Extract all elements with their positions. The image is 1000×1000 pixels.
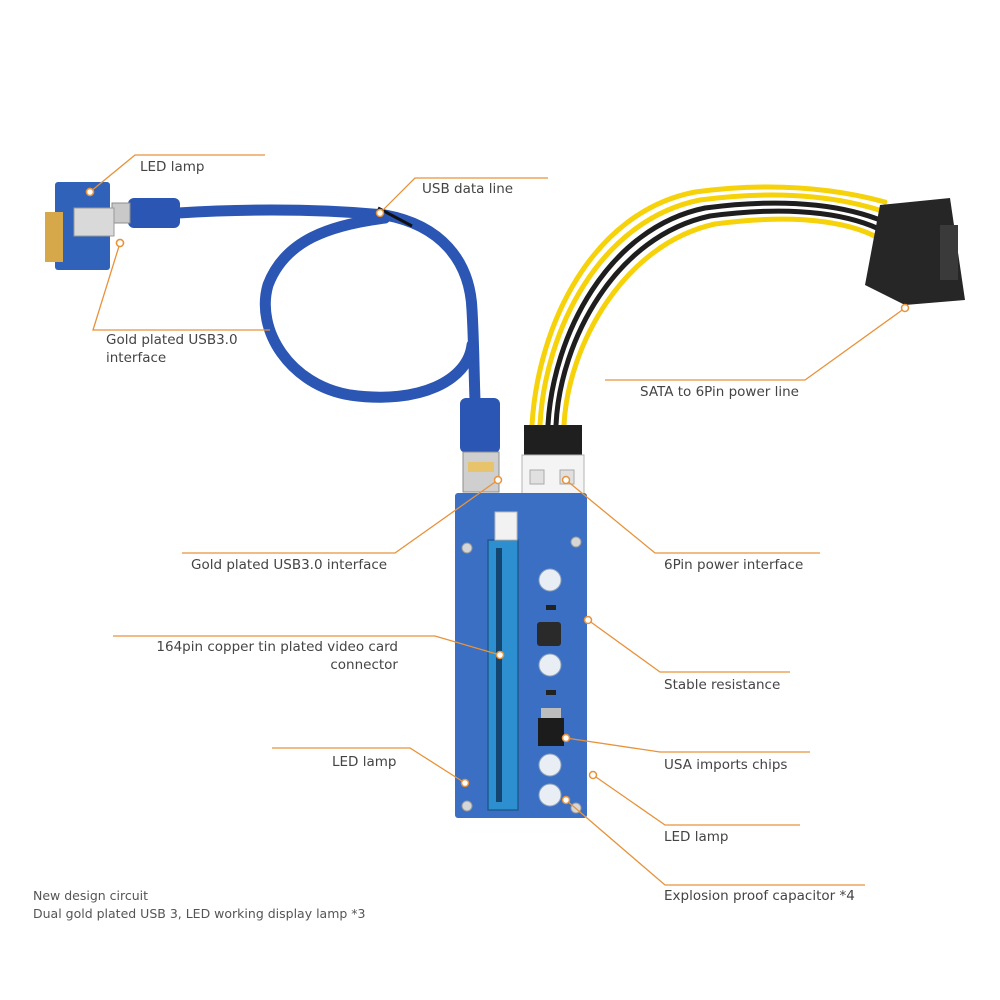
usb-plug-bottom [460, 398, 500, 493]
label-led-lamp-top: LED lamp [140, 159, 205, 175]
leader-led-top [89, 154, 265, 193]
leader-chips [565, 737, 810, 753]
usb-plug-top [111, 198, 180, 228]
pcie-x1-adapter [45, 182, 125, 270]
leader-dots [85, 187, 910, 805]
leader-led-left [272, 747, 466, 784]
label-explosion-proof-capacitor: Explosion proof capacitor *4 [664, 888, 855, 904]
label-usb-data-line: USB data line [422, 181, 514, 197]
leader-led-right [592, 774, 800, 826]
leader-connector [113, 635, 501, 656]
label-led-lamp-left: LED lamp [332, 754, 397, 770]
leader-gold-usb-mid [182, 479, 499, 554]
leader-usb-data [379, 177, 548, 214]
label-led-lamp-right: LED lamp [664, 829, 729, 845]
footnote-line2: Dual gold plated USB 3, LED working disp… [33, 906, 366, 921]
leader-six-pin [565, 479, 820, 554]
usb-data-cable [172, 204, 481, 406]
capacitor [538, 568, 562, 807]
leader-stable-res [587, 619, 790, 673]
label-six-pin-interface: 6Pin power interface [664, 557, 804, 573]
label-gold-usb-left-2: interface [106, 350, 167, 366]
leader-lines [89, 154, 906, 886]
label-usa-imports-chips: USA imports chips [664, 757, 788, 773]
label-gold-usb-left-1: Gold plated USB3.0 [106, 332, 238, 348]
leader-sata [605, 307, 906, 381]
label-stable-resistance: Stable resistance [664, 677, 781, 693]
footnote-line1: New design circuit [33, 888, 149, 903]
sata-power-connector [865, 198, 965, 305]
label-gold-usb-mid: Gold plated USB3.0 interface [191, 557, 388, 573]
riser-board [455, 493, 587, 818]
label-connector-line1: 164pin copper tin plated video card [156, 639, 398, 655]
label-sata-power-line: SATA to 6Pin power line [640, 384, 799, 400]
leader-gold-usb-left [92, 242, 270, 331]
leader-capacitor [565, 799, 865, 886]
label-connector-line2: connector [330, 657, 398, 673]
power-cable [529, 184, 888, 428]
